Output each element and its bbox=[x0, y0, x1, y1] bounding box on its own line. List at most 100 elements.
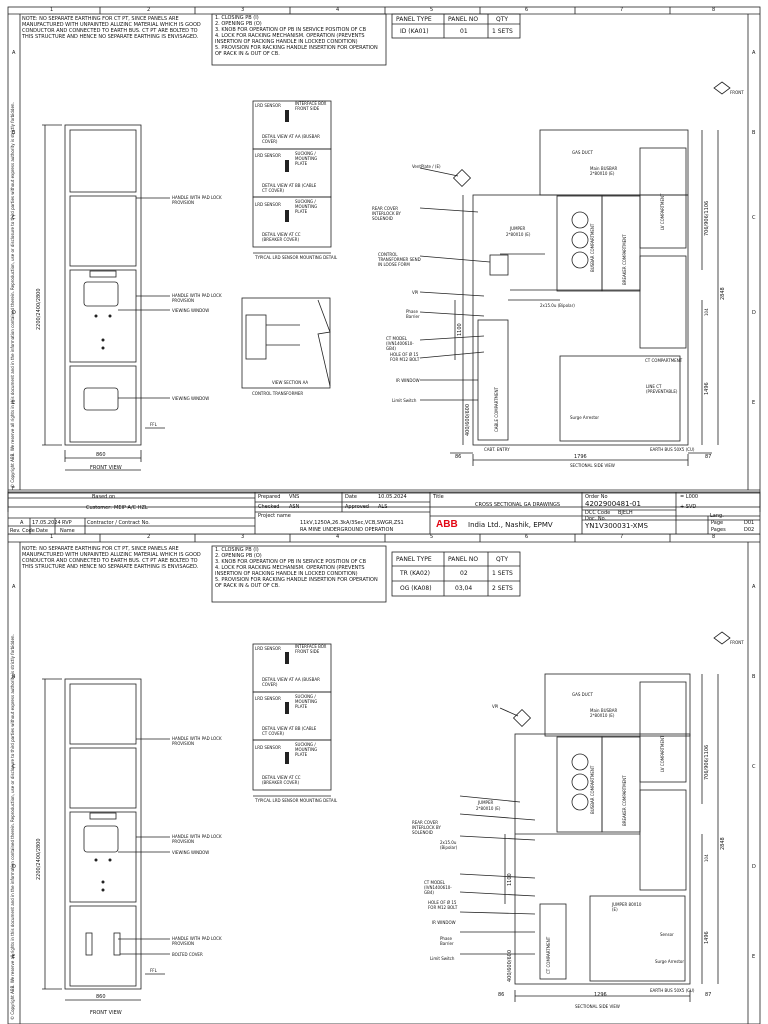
bolted-cover-label: BOLTED COVER bbox=[172, 952, 203, 957]
operation-item: 4. LOCK FOR RACKING MECHANISM. OPERATION… bbox=[215, 33, 365, 45]
front-marker-label: FRONT bbox=[730, 640, 744, 645]
handle-padlock-label: HANDLE WITH PAD LOCK PROVISION bbox=[172, 834, 222, 844]
column-number: 8 bbox=[712, 534, 716, 540]
front-width-dimension: 860 bbox=[96, 994, 106, 1000]
sheet1-linework bbox=[7, 6, 761, 512]
side-lower-dimension: 1496 bbox=[704, 931, 710, 944]
line-ct-label: LINE CT (PREVENTABLE) bbox=[646, 384, 678, 394]
rev-name-header: Name bbox=[60, 528, 75, 534]
breaker-compartment-label: BREAKER COMPARTMENT bbox=[622, 234, 627, 285]
based-on-label: Based on bbox=[92, 494, 116, 500]
sensor-top-label: INTERFACE BOX FRONT SIDE bbox=[295, 101, 327, 111]
limit-switch-label: Limit Switch bbox=[430, 956, 455, 961]
lang-label: Lang. bbox=[710, 513, 724, 519]
company-name: India Ltd., Nashik, EPMV bbox=[468, 521, 553, 529]
panel-type-cell: OG (KA08) bbox=[400, 585, 432, 592]
side-view-caption: SECTIONAL SIDE VIEW bbox=[575, 1004, 620, 1009]
front-view-caption: FRONT VIEW bbox=[90, 465, 122, 471]
column-number: 5 bbox=[430, 7, 434, 13]
handle-padlock-label: HANDLE WITH PAD LOCK PROVISION bbox=[172, 293, 222, 303]
main-busbar-label: Main BUSBAR bbox=[590, 166, 618, 171]
operation-item: 5. PROVISION FOR RACKING HANDLE INSERTIO… bbox=[215, 577, 378, 589]
row-letter: B bbox=[12, 130, 16, 136]
pages-value: D02 bbox=[744, 527, 755, 533]
doc-label: Doc. No. bbox=[585, 516, 607, 522]
panel-type-cell: TR (KA02) bbox=[400, 570, 430, 577]
sensor-top-label: SUCKING / MOUNTING PLATE bbox=[295, 199, 318, 214]
lrd-sensor-label: LRD SENSOR bbox=[255, 153, 281, 158]
vpi-label: VPI bbox=[492, 704, 499, 709]
column-number: 2 bbox=[147, 534, 151, 540]
operation-item: 2. OPENING PB (O) bbox=[215, 21, 262, 27]
side-104-dimension: 104 bbox=[704, 854, 709, 862]
jumper-label: JUMPER bbox=[478, 800, 494, 805]
panel-no-cell: 03,04 bbox=[455, 585, 473, 592]
side-mid-dimension: 1100 bbox=[457, 323, 463, 336]
order-value: 4202900481-01 bbox=[585, 500, 641, 508]
lrd-sensor-label: LRD SENSOR bbox=[255, 745, 281, 750]
hole-label: HOLE OF Ø 15 FOR M12 BOLT bbox=[390, 352, 420, 362]
project-label: Project name bbox=[258, 513, 291, 519]
project-line-1: 11kV,1250A,26.3kA/3Sec,VCB,SWGR,ZS1 bbox=[300, 520, 404, 526]
side-left-dimension: 86 bbox=[455, 454, 462, 460]
approved-label: Approved bbox=[345, 504, 369, 510]
copyright-notice: © Copyright ABB. We reserve all rights i… bbox=[10, 102, 15, 488]
drawing-title: CROSS SECTIONAL GA DRAWINGS bbox=[475, 502, 561, 508]
dcc-label: DCC Code bbox=[585, 510, 611, 516]
doc-value: YN1V300031-XMS bbox=[585, 522, 648, 530]
main-busbar-size: 2*80X10 (E) bbox=[590, 713, 615, 718]
front-height-dimension: 2200/2400/2800 bbox=[36, 288, 42, 330]
row-letter: A bbox=[12, 584, 16, 590]
limit-switch-label: Limit Switch bbox=[392, 398, 417, 403]
earthing-note: NOTE: NO SEPARATE EARTHING FOR CT PT, SI… bbox=[22, 16, 201, 40]
row-letter: E bbox=[752, 400, 756, 406]
side-mid-dimension: 1100 bbox=[507, 873, 513, 886]
earth-bus-label: EARTH BUS 50X5 (CU) bbox=[650, 988, 695, 993]
ir-window-label: IR WINDOW bbox=[396, 378, 420, 383]
jumper-size: 2*80X10 (E) bbox=[476, 806, 501, 811]
rear-cover-label: REAR COVER INTERLOCK BY SOLENOID bbox=[372, 206, 401, 221]
front-width-dimension: 860 bbox=[96, 452, 106, 458]
ffl-label: FFL bbox=[150, 422, 157, 427]
sensor-caption: TYPICAL LRD SENSOR MOUNTING DETAIL bbox=[255, 255, 338, 260]
row-letter: E bbox=[12, 954, 16, 960]
lv-compartment-label: LV COMPARTMENT bbox=[660, 735, 665, 772]
side-view-caption: SECTIONAL SIDE VIEW bbox=[570, 463, 615, 468]
panel-no-cell: 02 bbox=[460, 570, 468, 577]
phase-barrier-label: Phase Barrier bbox=[440, 936, 454, 946]
side-lower-dimension: 1496 bbox=[704, 382, 710, 395]
ct-model-label: CT MODEL (IVN1400610-GB4) bbox=[424, 880, 452, 895]
column-number: 6 bbox=[525, 534, 529, 540]
date-label: Date bbox=[345, 494, 357, 500]
front-marker-label: FRONT bbox=[730, 90, 744, 95]
rear-cover-label: REAR COVER INTERLOCK BY SOLENOID bbox=[412, 820, 441, 835]
panel-no-header: PANEL NO bbox=[448, 556, 479, 563]
date-value: 10.05.2024 bbox=[378, 494, 407, 500]
sensor-detail-label: DETAIL VIEW AT CC (BREAKER COVER) bbox=[262, 775, 301, 785]
rev-date-cell: 17.05.2024 bbox=[32, 520, 61, 526]
abb-logo: ABB bbox=[436, 519, 458, 530]
sensor-detail-label: DETAIL VIEW AT AA (BUSBAR COVER) bbox=[262, 134, 320, 144]
ct-model-label: CT MODEL (IVN1400610-GB4) bbox=[386, 336, 414, 351]
rev-code-cell: A bbox=[20, 520, 24, 526]
row-letter: C bbox=[752, 215, 756, 221]
gas-duct-label: GAS DUCT bbox=[572, 150, 593, 155]
side-height-dimension: 2848 bbox=[720, 837, 726, 850]
row-letter: E bbox=[12, 400, 16, 406]
row-letter: C bbox=[12, 215, 16, 221]
qty-cell: 1 SETS bbox=[492, 570, 513, 577]
lrd-sensor-label: LRD SENSOR bbox=[255, 202, 281, 207]
qty-header: QTY bbox=[496, 556, 509, 563]
busbar-compartment-label: BUSBAR COMPARTMENT bbox=[590, 223, 595, 272]
sensor-detail-label: DETAIL VIEW AT BB (CABLE CT COVER) bbox=[262, 726, 317, 736]
sensor-top-label: SUCKING / MOUNTING PLATE bbox=[295, 151, 318, 166]
vent-plate-label: VentPlate / (E) bbox=[412, 164, 441, 169]
ir-window-label: IR WINDOW bbox=[432, 920, 456, 925]
side-low-dimension: 400/600/600 bbox=[465, 404, 471, 436]
cable-entry-label: CABT. ENTRY bbox=[484, 447, 510, 452]
side-top-dimension: 706/906/1106 bbox=[704, 744, 710, 780]
page-value: D01 bbox=[744, 520, 755, 526]
page-label: Page bbox=[711, 520, 724, 526]
drawing-sheet-2: 1 2 3 4 5 6 7 8 A B C D E A B C D E © Co… bbox=[0, 534, 768, 1024]
main-busbar-label: Main BUSBAR bbox=[590, 708, 618, 713]
